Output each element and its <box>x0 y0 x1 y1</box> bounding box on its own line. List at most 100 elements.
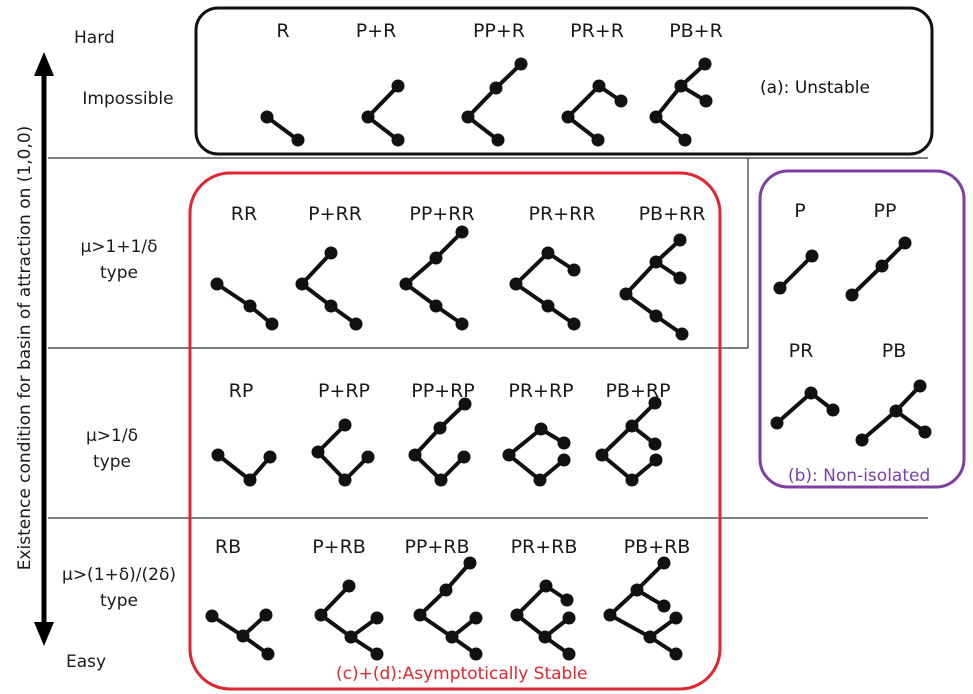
graph-node <box>649 110 663 124</box>
graph-pr-plus-rp <box>502 422 571 487</box>
graph-node <box>557 436 571 450</box>
graph-node <box>265 317 279 331</box>
config-label: RP <box>228 380 254 402</box>
graph-pr-plus-r <box>561 79 628 147</box>
graph-node <box>236 629 250 643</box>
graph-node <box>804 386 818 400</box>
graph-node <box>534 422 548 436</box>
graph-node <box>514 57 528 71</box>
graph-node <box>457 450 471 464</box>
graph-node <box>455 317 469 331</box>
row-label-line: μ>(1+δ)/(2δ) <box>62 565 176 585</box>
graph-node <box>898 236 912 250</box>
graph-node <box>560 593 574 607</box>
graph-rp <box>211 448 277 487</box>
graph-node <box>455 225 469 239</box>
row-label-line: μ>1/δ <box>85 426 139 446</box>
graph-edge <box>860 409 898 442</box>
graph-edge <box>466 86 498 119</box>
graph-node <box>391 133 405 147</box>
graph-node <box>408 448 422 462</box>
graph-pp-plus-rr <box>399 225 469 331</box>
graph-pb-plus-rb <box>603 556 683 661</box>
graph-node <box>344 630 358 644</box>
graph-node <box>295 277 309 291</box>
graph-node <box>845 288 859 302</box>
graph-node <box>805 249 819 263</box>
config-label: PP+RR <box>409 203 475 225</box>
graph-node <box>210 277 224 291</box>
graph-node <box>429 251 443 265</box>
graph-node <box>510 608 524 622</box>
graph-node <box>603 608 617 622</box>
graph-node <box>461 110 475 124</box>
config-label: PR <box>788 340 814 362</box>
graph-node <box>361 110 375 124</box>
graph-node <box>491 133 505 147</box>
graph-rr <box>210 277 279 331</box>
graph-node <box>567 317 581 331</box>
hard-label: Hard <box>74 28 115 48</box>
graph-node <box>592 79 606 93</box>
config-label: PB+RP <box>605 380 671 402</box>
row-label-line: type <box>93 452 131 472</box>
config-label: P+RP <box>317 380 371 402</box>
row-label-rr: μ>1+1/δ type <box>80 234 157 286</box>
graph-pr <box>770 386 840 430</box>
graph-node <box>770 416 784 430</box>
graph-pr-plus-rr <box>509 246 581 331</box>
config-label: PR+RB <box>510 536 578 558</box>
graph-node <box>648 437 662 451</box>
graph-node <box>370 611 384 625</box>
graph-node <box>539 579 553 593</box>
graph-node <box>643 630 657 644</box>
graph-node <box>205 609 219 623</box>
graph-pp-plus-rp <box>408 397 472 487</box>
graph-node <box>338 418 352 432</box>
graph-pb-plus-rp <box>595 396 663 487</box>
config-label: R <box>276 20 290 42</box>
graph-node <box>918 425 932 439</box>
graph-node <box>557 453 571 467</box>
graph-node <box>889 404 903 418</box>
graph-node <box>263 450 277 464</box>
graph-node <box>261 647 275 661</box>
row-label-line: type <box>100 263 138 283</box>
graph-edge <box>566 84 601 119</box>
graph-node <box>630 583 644 597</box>
graph-node <box>826 403 840 417</box>
graph-node <box>429 299 443 313</box>
non-isolated-caption: (b): Non-isolated <box>788 466 931 486</box>
graph-edge <box>600 453 634 482</box>
graph-node <box>259 608 273 622</box>
graph-node <box>649 255 663 269</box>
axis-arrow-down-head <box>34 622 54 646</box>
graph-node <box>648 396 662 410</box>
config-label: PR+R <box>570 20 624 42</box>
graph-node <box>591 133 605 147</box>
config-label: PP <box>873 200 897 222</box>
graph-node <box>370 647 384 661</box>
graph-edge <box>300 251 333 286</box>
config-label: P+R <box>355 20 397 42</box>
graph-node <box>391 79 405 93</box>
graph-node <box>433 421 447 435</box>
config-label: PB+R <box>669 20 723 42</box>
graph-edge <box>216 453 252 482</box>
graph-edge <box>507 427 543 457</box>
config-label: PB+RB <box>623 536 691 558</box>
config-label: PP+R <box>472 20 526 42</box>
axis-label: Existence condition for basin of attract… <box>15 125 35 571</box>
easy-label: Easy <box>66 652 107 672</box>
config-label: RR <box>230 203 258 225</box>
row-label-rp: μ>1/δ type <box>86 423 138 475</box>
unstable-group-box <box>194 6 934 156</box>
graph-node <box>875 259 889 273</box>
graph-edge <box>404 256 438 286</box>
graph-node <box>595 448 609 462</box>
graph-p-plus-rp <box>311 418 375 487</box>
graph-pb-plus-r <box>649 57 713 147</box>
graph-node <box>657 556 671 570</box>
graph-node <box>699 94 713 108</box>
graph-node <box>562 611 576 625</box>
